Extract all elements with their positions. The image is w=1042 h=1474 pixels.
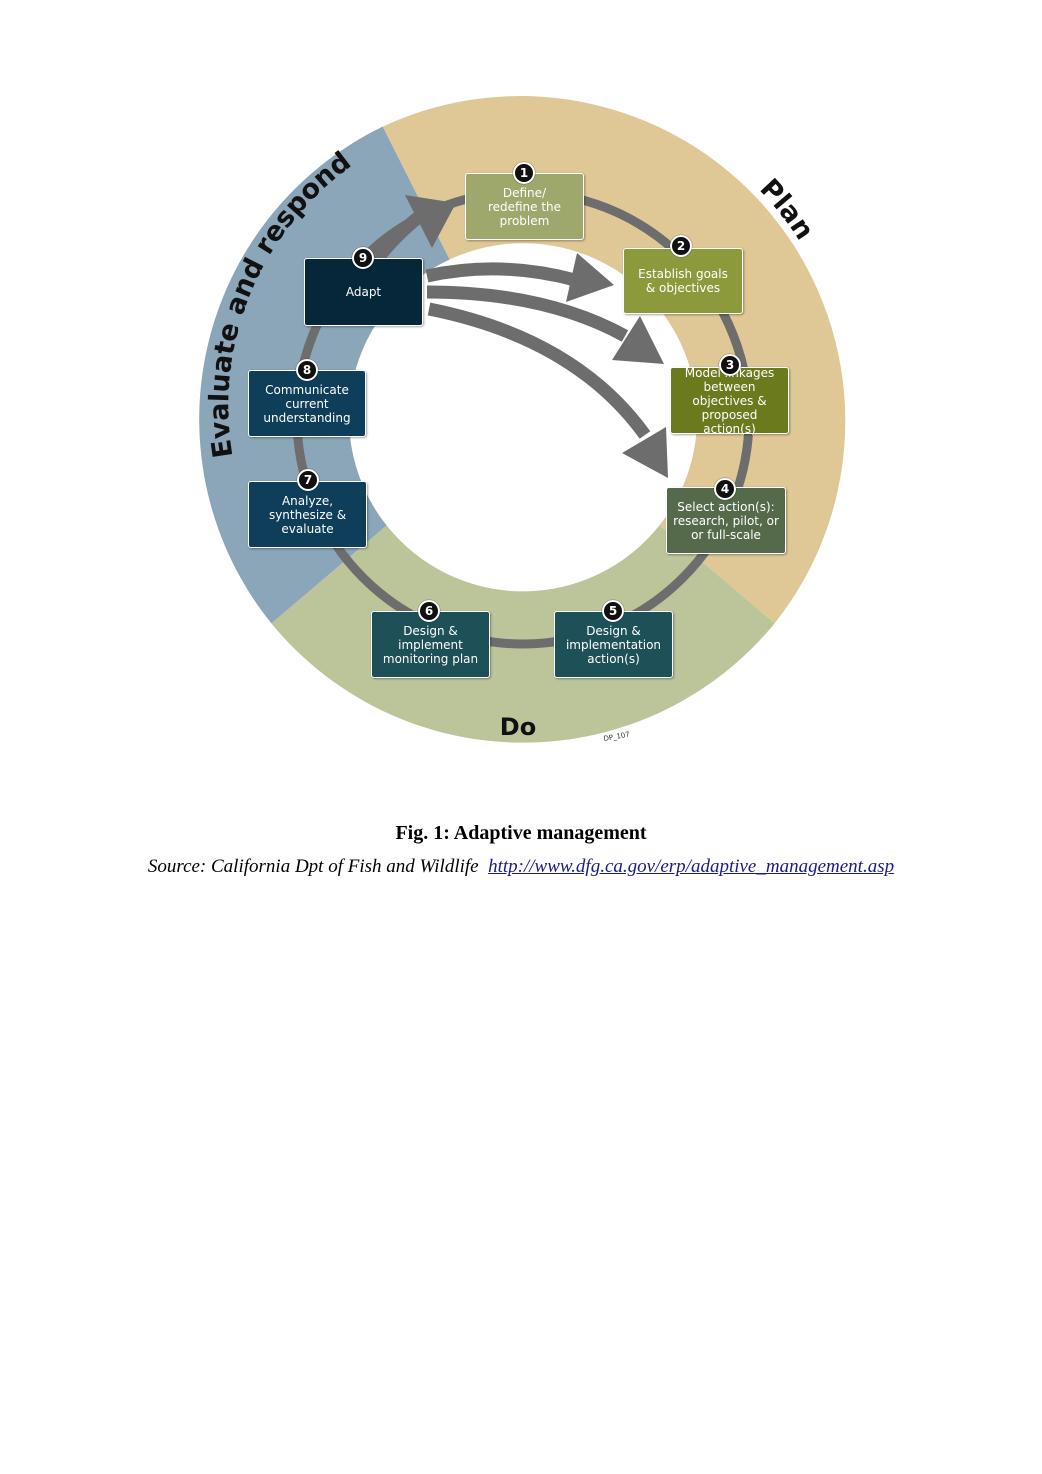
arrow-head-step-1 <box>405 195 456 248</box>
step-8-box: Communicate current understanding <box>248 370 366 437</box>
step-6-number-badge: 6 <box>418 600 440 622</box>
diagram-code: DP_107 <box>603 730 630 742</box>
source-link[interactable]: http://www.dfg.ca.gov/erp/adaptive_manag… <box>488 856 895 877</box>
step-4-number-badge: 4 <box>714 478 736 500</box>
step-9-box: Adapt <box>304 258 423 326</box>
do-phase-label: Do <box>500 713 536 741</box>
step-2-box: Establish goals & objectives <box>623 248 743 314</box>
step-5-box: Design & implementation action(s) <box>554 611 673 678</box>
step-3-box: Model linkages between objectives & prop… <box>670 366 789 436</box>
source-text: Source: California Dpt of Fish and Wildl… <box>147 856 479 877</box>
step-9-number-badge: 9 <box>352 247 374 269</box>
step-8-number-badge: 8 <box>296 359 318 381</box>
arrow-to-step-2 <box>425 262 577 287</box>
step-7-number-badge: 7 <box>297 469 319 491</box>
do-sector <box>271 525 775 743</box>
step-5-number-badge: 5 <box>602 600 624 622</box>
step-7-box: Analyze, synthesize & evaluate <box>248 481 367 548</box>
step-2-number-badge: 2 <box>670 235 692 257</box>
arrow-to-step-4 <box>427 302 651 439</box>
adaptive-management-diagram: Plan Evaluate and respond Do DP_107 <box>199 96 846 743</box>
step-1-box: Define/ redefine the problem <box>465 173 584 240</box>
step-3-number-badge: 3 <box>719 354 741 376</box>
arrow-to-step-3 <box>426 285 629 342</box>
figure-source: Source: California Dpt of Fish and Wildl… <box>0 856 1042 878</box>
step-6-box: Design & implement monitoring plan <box>371 611 490 678</box>
arrow-head-step-4 <box>622 427 668 478</box>
arrow-head-step-3 <box>612 316 664 364</box>
step-1-number-badge: 1 <box>513 162 535 184</box>
arrow-head-step-2 <box>566 253 614 302</box>
figure-title: Fig. 1: Adaptive management <box>395 822 647 844</box>
